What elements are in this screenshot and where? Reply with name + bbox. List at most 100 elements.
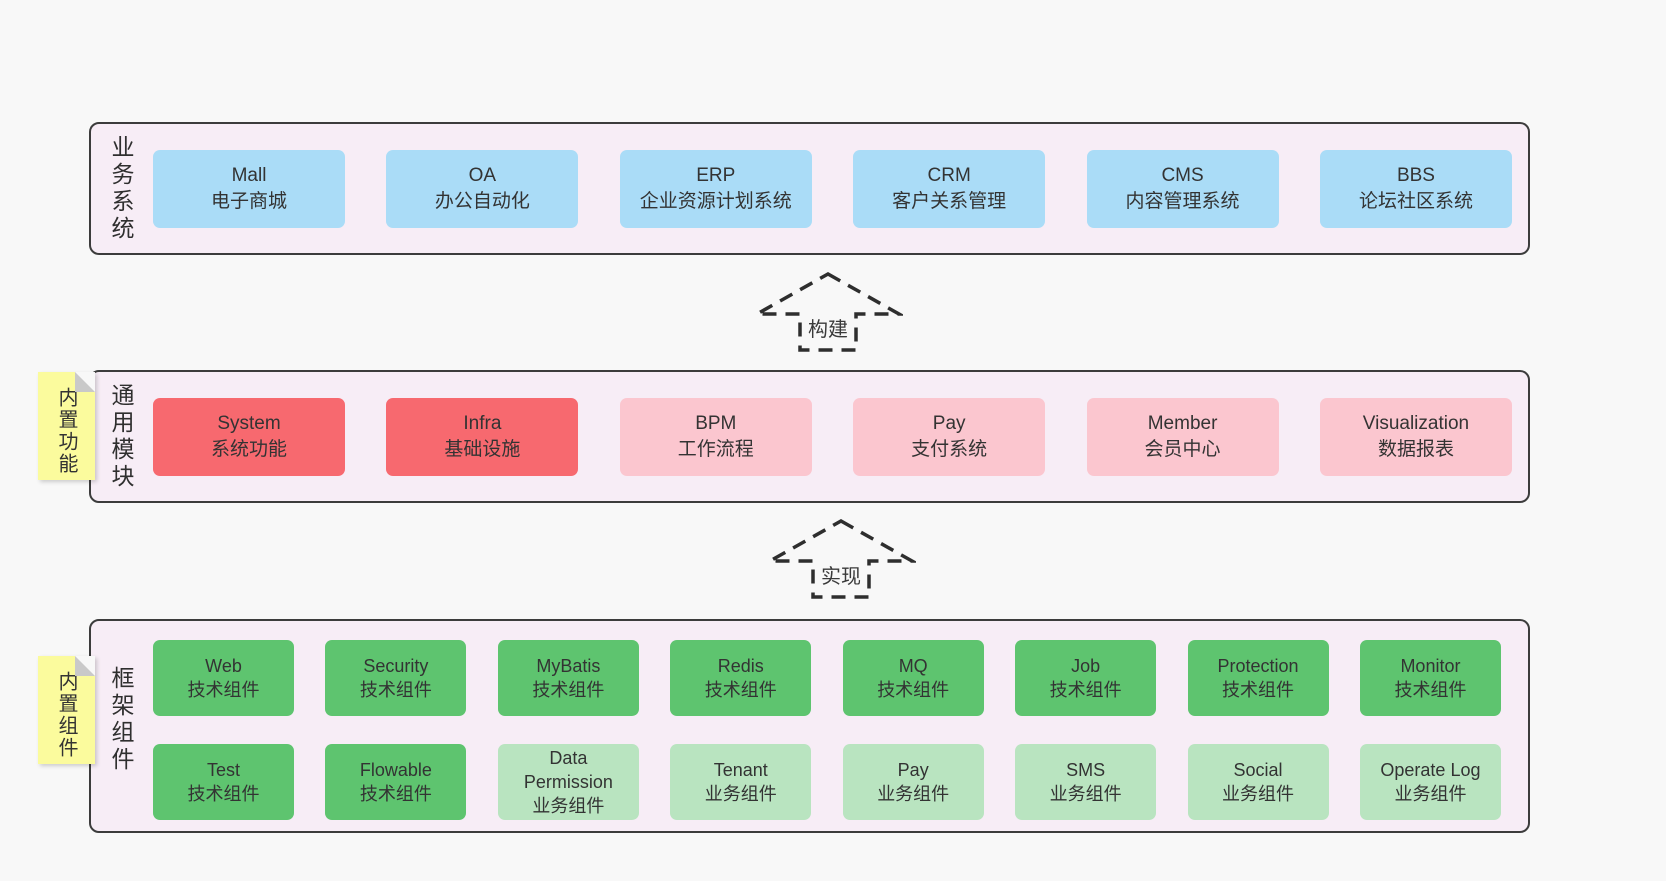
- box-flowable: Flowable 技术组件: [325, 744, 467, 820]
- box-system: System 系统功能: [153, 397, 345, 476]
- box-infra-desc: 基础设施: [444, 438, 521, 460]
- box-tenant-desc: 业务组件: [704, 784, 777, 804]
- panel-business-label: 业务系统: [108, 134, 134, 243]
- box-security-desc: 技术组件: [359, 680, 432, 700]
- box-bbs: BBS 论坛社区系统: [1319, 149, 1512, 228]
- box-visualization-name: Visualization: [1362, 412, 1470, 434]
- box-operate-log-name: Operate Log: [1380, 760, 1481, 780]
- box-flowable-desc: 技术组件: [359, 784, 432, 804]
- box-member-desc: 会员中心: [1144, 438, 1221, 460]
- box-protection: Protection 技术组件: [1187, 640, 1329, 716]
- box-tenant: Tenant 业务组件: [670, 744, 812, 820]
- box-cms-desc: 内容管理系统: [1125, 190, 1240, 212]
- box-mq: MQ 技术组件: [842, 640, 984, 716]
- box-web-desc: 技术组件: [187, 680, 260, 700]
- business-box-row: Mall 电子商城 OA 办公自动化 ERP 企业资源计划系统 CRM 客户关系…: [153, 149, 1512, 228]
- box-erp-name: ERP: [696, 164, 736, 186]
- box-system-desc: 系统功能: [210, 438, 287, 460]
- box-social-name: Social: [1233, 760, 1283, 780]
- box-monitor: Monitor 技术组件: [1359, 640, 1501, 716]
- box-job-desc: 技术组件: [1049, 680, 1122, 700]
- box-pay-system-desc: 支付系统: [911, 438, 988, 460]
- box-visualization-desc: 数据报表: [1377, 438, 1454, 460]
- box-operate-log: Operate Log 业务组件: [1359, 744, 1501, 820]
- box-data-permission-name: Data Permission: [523, 748, 613, 792]
- panel-business-systems: 业务系统 Mall 电子商城 OA 办公自动化 ERP 企业资源计划系统 CRM…: [89, 122, 1530, 255]
- box-sms-desc: 业务组件: [1049, 784, 1122, 804]
- box-mybatis: MyBatis 技术组件: [497, 640, 639, 716]
- sticky-builtin-components-label: 内置组件: [55, 671, 77, 760]
- box-crm-desc: 客户关系管理: [892, 190, 1007, 212]
- box-web: Web 技术组件: [153, 640, 294, 716]
- up-arrow-icon: [763, 518, 919, 599]
- framework-row-1: Web 技术组件 Security 技术组件 MyBatis 技术组件 Redi…: [153, 640, 1501, 716]
- arrow-implement: 实现: [763, 518, 919, 600]
- box-cms: CMS 内容管理系统: [1086, 149, 1279, 228]
- box-bpm: BPM 工作流程: [619, 397, 812, 476]
- box-security-name: Security: [363, 656, 429, 676]
- box-infra: Infra 基础设施: [386, 397, 579, 476]
- up-arrow-icon: [750, 271, 906, 352]
- box-erp: ERP 企业资源计划系统: [619, 149, 812, 228]
- box-bbs-desc: 论坛社区系统: [1358, 190, 1473, 212]
- box-erp-desc: 企业资源计划系统: [639, 190, 792, 212]
- box-redis-desc: 技术组件: [704, 680, 777, 700]
- box-protection-name: Protection: [1217, 656, 1299, 676]
- sticky-note-builtin-components: 内置组件: [38, 656, 95, 764]
- box-member: Member 会员中心: [1086, 397, 1279, 476]
- box-oa-name: OA: [468, 164, 497, 186]
- box-oa-desc: 办公自动化: [434, 190, 530, 212]
- box-crm: CRM 客户关系管理: [853, 149, 1046, 228]
- box-operate-log-desc: 业务组件: [1394, 784, 1467, 804]
- box-cms-name: CMS: [1161, 164, 1204, 186]
- box-pay-component: Pay 业务组件: [842, 744, 984, 820]
- box-test-desc: 技术组件: [187, 784, 260, 804]
- box-data-permission: Data Permission 业务组件: [497, 744, 639, 820]
- box-infra-name: Infra: [463, 412, 502, 434]
- box-pay-component-name: Pay: [897, 760, 929, 780]
- arrow-implement-label: 实现: [818, 560, 864, 589]
- box-member-name: Member: [1147, 412, 1218, 434]
- box-job-name: Job: [1071, 656, 1101, 676]
- box-oa: OA 办公自动化: [386, 149, 579, 228]
- box-monitor-desc: 技术组件: [1394, 680, 1467, 700]
- box-system-name: System: [217, 412, 281, 434]
- box-mall: Mall 电子商城: [153, 149, 345, 228]
- box-test: Test 技术组件: [153, 744, 294, 820]
- box-pay-component-desc: 业务组件: [877, 784, 950, 804]
- box-data-permission-desc: 业务组件: [532, 796, 605, 816]
- box-redis-name: Redis: [717, 656, 764, 676]
- box-protection-desc: 技术组件: [1222, 680, 1295, 700]
- box-web-name: Web: [205, 656, 242, 676]
- box-mybatis-name: MyBatis: [536, 656, 601, 676]
- box-crm-name: CRM: [927, 164, 971, 186]
- box-sms-name: SMS: [1066, 760, 1106, 780]
- modules-box-row: System 系统功能 Infra 基础设施 BPM 工作流程 Pay 支付系统…: [153, 397, 1512, 476]
- box-flowable-name: Flowable: [359, 760, 432, 780]
- box-mall-desc: 电子商城: [210, 190, 287, 212]
- box-bpm-desc: 工作流程: [677, 438, 754, 460]
- box-pay-system: Pay 支付系统: [853, 397, 1046, 476]
- arrow-build: 构建: [750, 271, 906, 353]
- framework-row-2: Test 技术组件 Flowable 技术组件 Data Permission …: [153, 744, 1501, 820]
- panel-framework-label: 框架组件: [108, 665, 134, 774]
- box-tenant-name: Tenant: [713, 760, 768, 780]
- sticky-builtin-features-label: 内置功能: [55, 387, 77, 476]
- panel-modules-label: 通用模块: [108, 382, 134, 491]
- box-job: Job 技术组件: [1015, 640, 1157, 716]
- box-redis: Redis 技术组件: [670, 640, 812, 716]
- box-mall-name: Mall: [231, 164, 267, 186]
- box-bbs-name: BBS: [1396, 164, 1435, 186]
- box-mybatis-desc: 技术组件: [532, 680, 605, 700]
- box-security: Security 技术组件: [325, 640, 467, 716]
- arrow-build-label: 构建: [805, 313, 851, 342]
- box-mq-desc: 技术组件: [877, 680, 950, 700]
- box-monitor-name: Monitor: [1400, 656, 1461, 676]
- box-visualization: Visualization 数据报表: [1319, 397, 1512, 476]
- box-social: Social 业务组件: [1187, 744, 1329, 820]
- box-pay-system-name: Pay: [932, 412, 966, 434]
- box-social-desc: 业务组件: [1222, 784, 1295, 804]
- box-bpm-name: BPM: [695, 412, 737, 434]
- panel-framework-components: 框架组件 Web 技术组件 Security 技术组件 MyBatis 技术组件…: [89, 619, 1530, 833]
- box-test-name: Test: [206, 760, 240, 780]
